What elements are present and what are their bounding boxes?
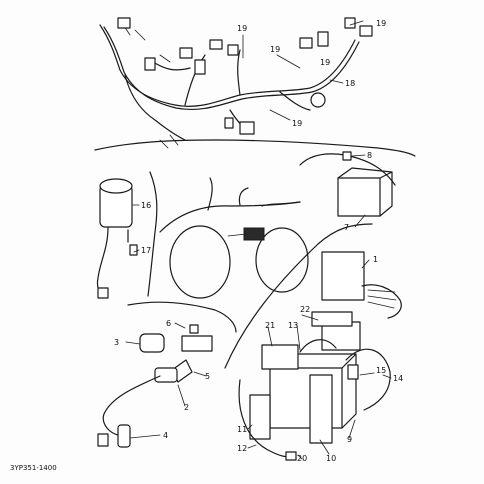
callout-3: 3 (114, 338, 119, 347)
section-divider-bottom-right (224, 223, 373, 369)
wire-harness (99, 17, 373, 149)
callout-17: 17 (141, 246, 151, 255)
callout-5: 5 (205, 372, 210, 381)
callout-20: 20 (297, 454, 307, 463)
callout-4: 4 (163, 431, 168, 440)
callout-19d: 19 (320, 58, 330, 67)
callout-22: 22 (300, 305, 310, 314)
component-highlight (243, 227, 265, 241)
callout-15: 15 (376, 366, 386, 375)
battery-group (238, 251, 402, 461)
callout-8: 8 (367, 151, 372, 160)
section-divider-bottom-left (127, 301, 237, 333)
callout-14: 14 (393, 374, 403, 383)
callout-7: 7 (344, 223, 349, 232)
callout-labels: 1 2 3 4 5 6 7 8 9 10 11 12 13 14 15 16 1… (114, 19, 403, 463)
callout-10: 10 (326, 454, 336, 463)
callout-18: 18 (345, 79, 355, 88)
section-divider-top (94, 139, 416, 157)
callout-21: 21 (265, 321, 275, 330)
callout-19c: 19 (376, 19, 386, 28)
callout-11: 11 (237, 425, 247, 434)
diagram-code: 3YP351-1400 (10, 464, 57, 472)
callout-13: 13 (288, 321, 298, 330)
callout-12: 12 (237, 444, 247, 453)
callout-6: 6 (166, 319, 171, 328)
ignition-coil-group (97, 324, 213, 448)
leader-lines (125, 20, 392, 460)
callout-16: 16 (141, 201, 151, 210)
callout-19b: 19 (270, 45, 280, 54)
callout-19e: 19 (292, 119, 302, 128)
callout-1: 1 (373, 255, 378, 264)
callout-9: 9 (347, 435, 352, 444)
callout-2: 2 (184, 403, 189, 412)
main-switch (96, 171, 158, 299)
regulator (299, 151, 396, 217)
motorcycle-outline (159, 177, 309, 299)
callout-19a: 19 (237, 24, 247, 33)
